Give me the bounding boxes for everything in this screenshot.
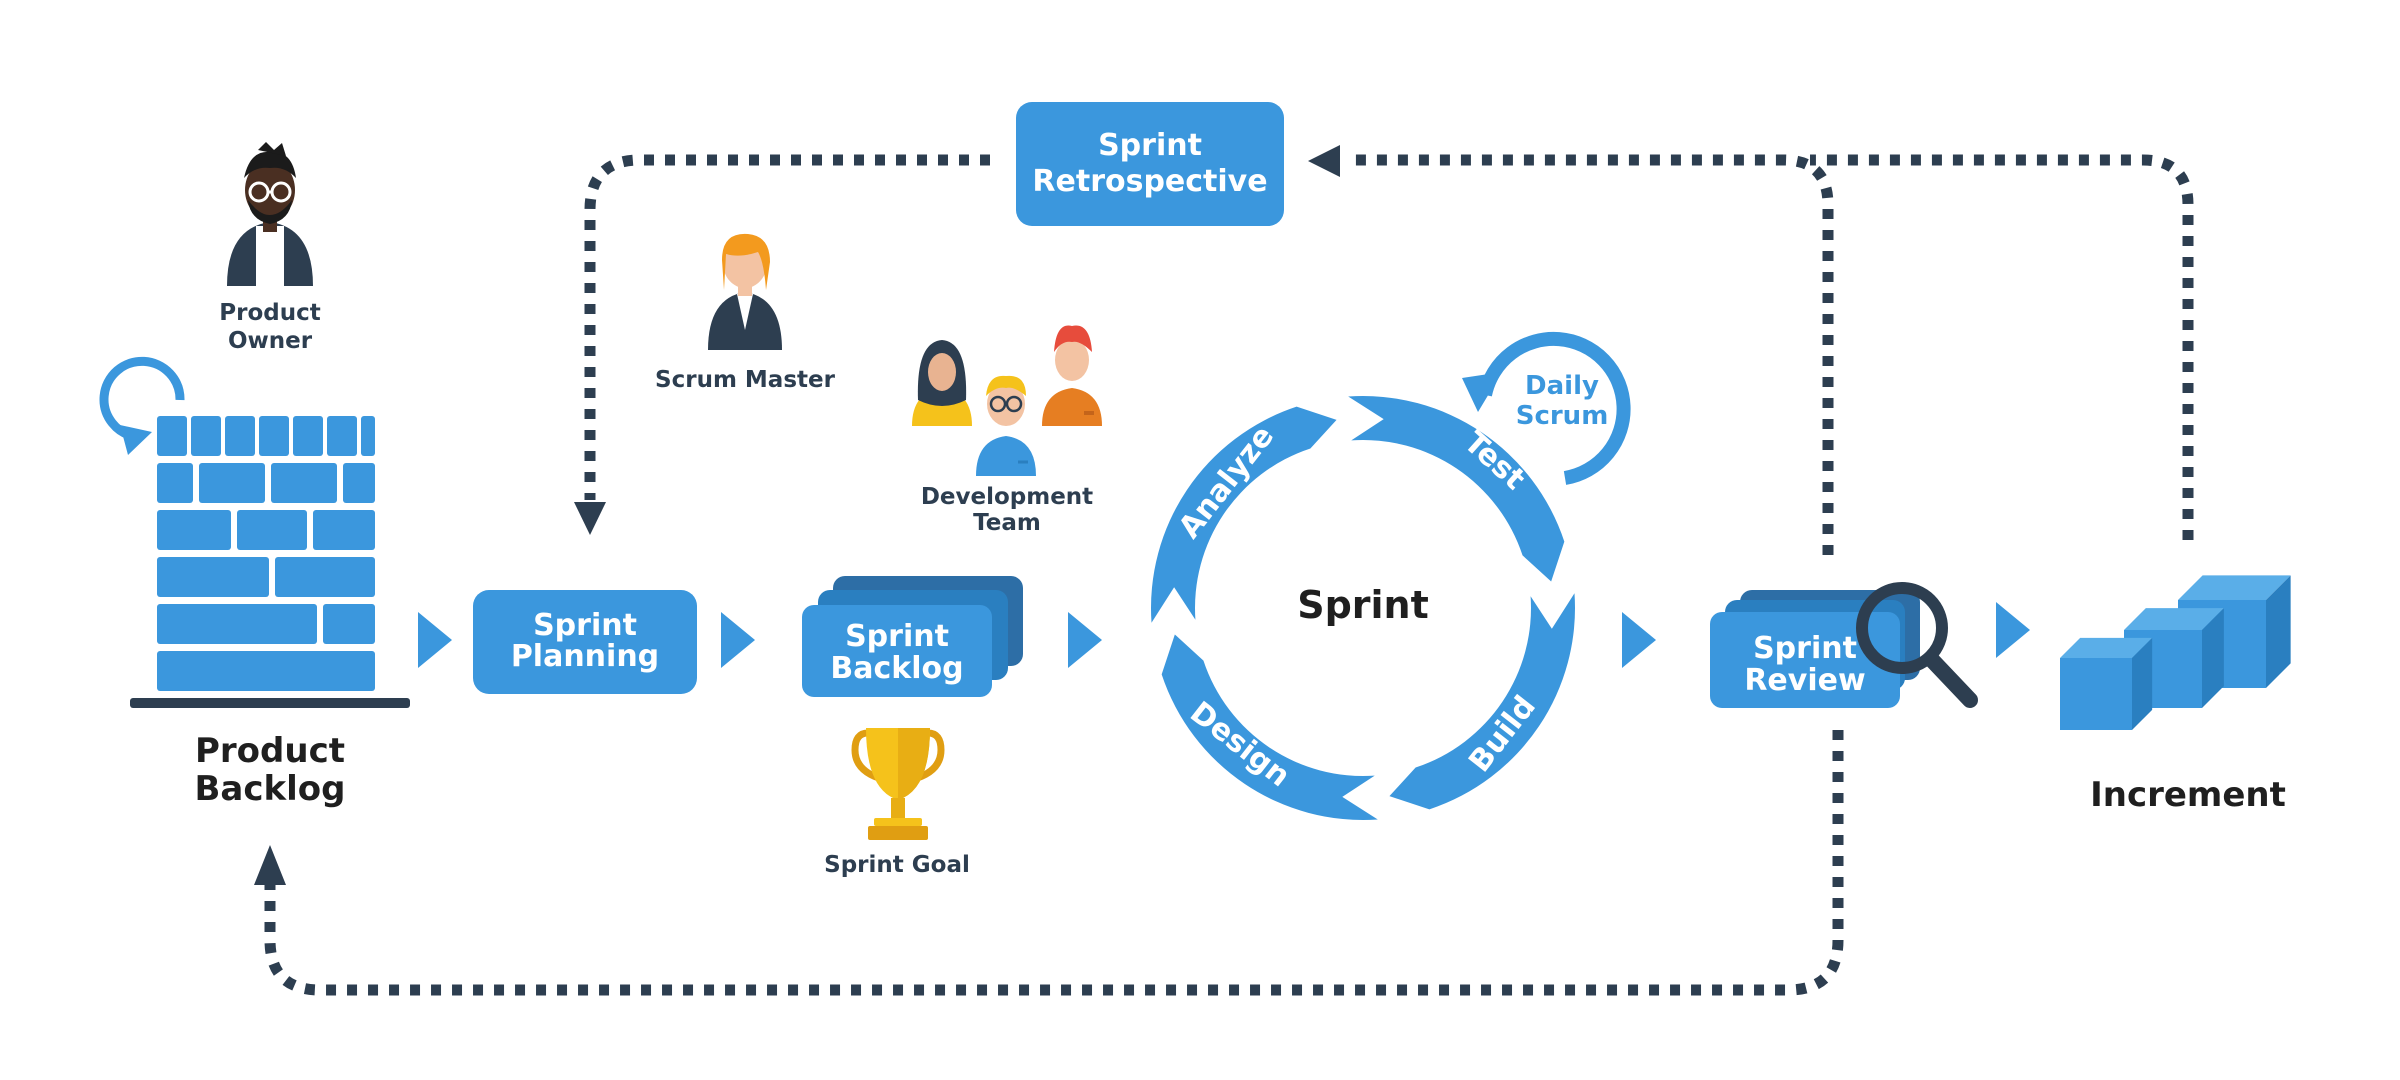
product-backlog-label-line2: Backlog xyxy=(195,769,346,809)
product-owner-label-line1: Product xyxy=(219,300,320,326)
sprint-planning-label-line2: Planning xyxy=(511,639,659,674)
backlog-brick xyxy=(361,416,375,456)
backlog-brick xyxy=(323,604,375,644)
cube-side xyxy=(2266,575,2291,688)
sprint-review-label-line1: Sprint xyxy=(1753,631,1857,666)
planning-arrowhead xyxy=(574,502,606,535)
sprint-retrospective-label-line1: Sprint xyxy=(1098,128,1202,163)
backlog-brick xyxy=(157,510,231,550)
phase-analyze: Analyze xyxy=(1172,419,1281,545)
daily-scrum-label-line2: Scrum xyxy=(1516,401,1609,431)
backlog-brick xyxy=(157,557,269,597)
backlog-brick xyxy=(275,557,375,597)
flow-arrow-3 xyxy=(1068,612,1102,668)
magnifier-icon xyxy=(1856,582,1978,708)
sprint-goal-label: Sprint Goal xyxy=(824,852,970,878)
backlog-brick xyxy=(271,463,337,503)
sprint-planning-label-line1: Sprint xyxy=(533,608,637,643)
daily-scrum-label-line1: Daily xyxy=(1525,371,1599,401)
cube-side xyxy=(2202,608,2224,708)
sprint-review-label-line2: Review xyxy=(1744,663,1865,698)
sprint-goal-trophy-icon xyxy=(851,728,945,840)
ring-segment-build xyxy=(1389,593,1575,810)
cube-top xyxy=(2124,608,2224,630)
ring-segment-test xyxy=(1348,396,1565,582)
review-to-retrospective-loop xyxy=(1345,154,1834,555)
flow-arrow-5 xyxy=(1996,602,2030,658)
backlog-brick xyxy=(191,416,221,456)
sprint-planning-box[interactable] xyxy=(473,590,697,694)
backlog-brick xyxy=(157,416,187,456)
retrospective-arrowhead xyxy=(1308,145,1340,177)
product-owner-label-line2: Owner xyxy=(228,328,313,354)
development-team-figures xyxy=(912,325,1102,476)
flow-arrow-2 xyxy=(721,612,755,668)
retrospective-to-planning-loop xyxy=(584,154,990,500)
backlog-brick xyxy=(225,416,255,456)
sprint-backlog-label-line2: Backlog xyxy=(830,651,963,686)
backlog-brick xyxy=(327,416,357,456)
sprint-backlog-label-line1: Sprint xyxy=(845,619,949,654)
backlog-brick xyxy=(293,416,323,456)
product-backlog-label-line1: Product xyxy=(195,731,345,771)
product-backlog-base xyxy=(130,698,410,708)
product-backlog-refresh-icon xyxy=(99,356,185,455)
sprint-cycle-ring xyxy=(1151,396,1575,821)
development-team-label-line1: Development xyxy=(921,484,1093,510)
backlog-brick xyxy=(313,510,375,550)
ring-segment-analyze xyxy=(1151,406,1337,623)
backlog-brick xyxy=(343,463,375,503)
backlog-brick xyxy=(259,416,289,456)
development-team-label-line2: Team xyxy=(973,510,1041,536)
scrum-master-figure xyxy=(708,233,782,350)
daily-scrum-loop-icon xyxy=(1462,331,1631,485)
backlog-brick xyxy=(157,604,317,644)
cube-side xyxy=(2132,637,2153,730)
product-backlog-arrowhead xyxy=(254,845,286,885)
flow-arrow-1 xyxy=(418,612,452,668)
backlog-brick xyxy=(157,651,375,691)
cube-top xyxy=(2178,575,2291,600)
review-to-product-backlog-loop xyxy=(264,730,1844,996)
sprint-label: Sprint xyxy=(1297,583,1429,627)
sprint-backlog-stack[interactable] xyxy=(802,576,1023,697)
sprint-retrospective-box[interactable] xyxy=(1016,102,1284,226)
product-owner-figure xyxy=(227,142,313,286)
increment-to-review-loop xyxy=(1810,154,2194,540)
increment-label: Increment xyxy=(2090,775,2286,815)
cube-top xyxy=(2060,637,2153,658)
sprint-retrospective-label-line2: Retrospective xyxy=(1032,164,1267,199)
backlog-brick xyxy=(157,463,193,503)
backlog-brick xyxy=(237,510,307,550)
cube-front xyxy=(2060,658,2132,730)
product-backlog-wall xyxy=(157,416,375,691)
flow-arrow-4 xyxy=(1622,612,1656,668)
ring-segment-design xyxy=(1161,634,1378,821)
increment-cubes-icon xyxy=(2060,575,2291,730)
scrum-master-label: Scrum Master xyxy=(655,367,836,393)
backlog-brick xyxy=(199,463,265,503)
